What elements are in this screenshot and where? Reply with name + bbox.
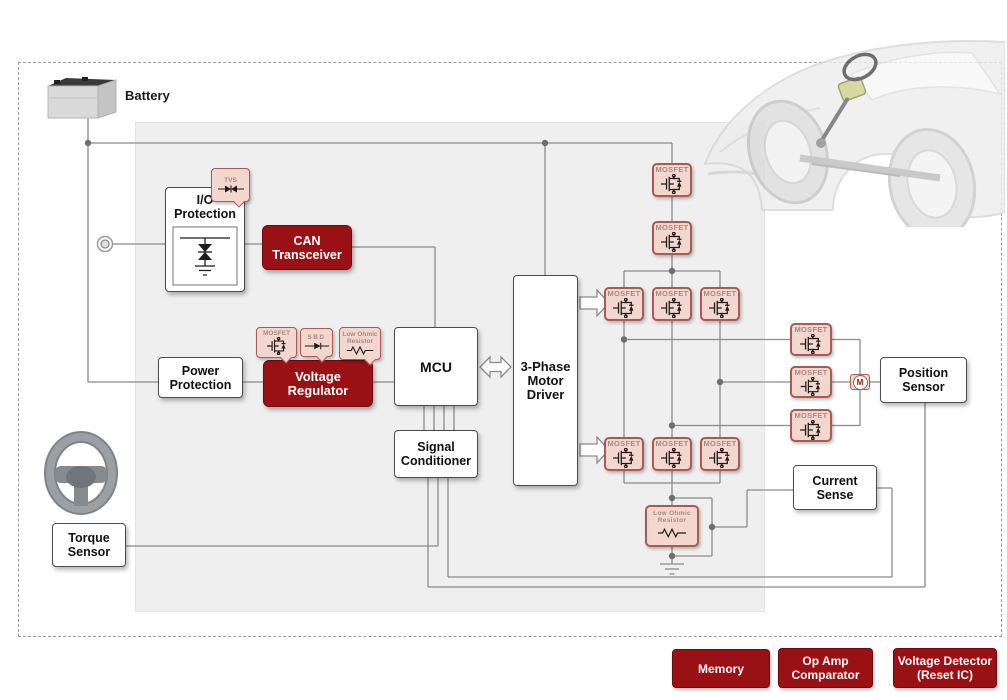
signal-conditioner-block: Signal Conditioner xyxy=(394,430,478,478)
position-sensor-block: Position Sensor xyxy=(880,357,967,403)
tvs-diode-icon xyxy=(217,185,244,192)
mosfet-block-reverse-2[interactable]: MOSFET xyxy=(652,221,692,255)
io-protection-label: I/O Protection xyxy=(174,193,236,221)
mosfet-symbol-icon xyxy=(266,337,286,355)
motor-label: M xyxy=(852,374,868,390)
opamp-comparator-button[interactable]: Op Amp Comparator xyxy=(778,648,873,688)
low-ohmic-resistor-block[interactable]: Low Ohmic Resistor xyxy=(645,505,699,547)
current-sense-block: Current Sense xyxy=(793,465,877,510)
voltage-detector-button[interactable]: Voltage Detector (Reset IC) xyxy=(893,648,997,688)
tvs-schematic-icon xyxy=(172,226,238,286)
mosfet-tag-label: MOSFET xyxy=(262,330,291,337)
io-protection-block: I/O Protection xyxy=(165,187,245,292)
resistor-icon xyxy=(657,527,687,539)
can-transceiver-label: CAN Transceiver xyxy=(272,233,342,262)
voltage-regulator-block[interactable]: Voltage Regulator xyxy=(263,360,373,407)
torque-sensor-label: Torque Sensor xyxy=(67,531,111,559)
memory-button[interactable]: Memory xyxy=(672,649,770,688)
mosfet-block-reverse-1[interactable]: MOSFET xyxy=(652,163,692,197)
torque-sensor-block: Torque Sensor xyxy=(52,523,126,567)
can-transceiver-block[interactable]: CAN Transceiver xyxy=(262,225,352,270)
power-protection-label: Power Protection xyxy=(169,363,232,392)
low-ohmic-resistor-label: Low Ohmic Resistor xyxy=(653,510,691,524)
mosfet-block-phase-v[interactable]: MOSFET xyxy=(790,366,832,398)
mosfet-block-high-v[interactable]: MOSFET xyxy=(652,287,692,321)
sbd-tag[interactable]: SBD xyxy=(300,328,333,363)
car-eps-image xyxy=(703,40,1005,227)
motor-driver-block: 3-Phase Motor Driver xyxy=(513,275,578,486)
resistor-icon xyxy=(346,345,374,356)
mosfet-block-low-w[interactable]: MOSFET xyxy=(700,437,740,471)
motor-driver-label: 3-Phase Motor Driver xyxy=(520,358,571,402)
voltage-regulator-label: Voltage Regulator xyxy=(287,368,349,398)
mcu-block: MCU xyxy=(394,327,478,406)
tvs-tag[interactable]: TVS xyxy=(211,168,250,208)
current-sense-label: Current Sense xyxy=(812,473,858,502)
low-ohmic-resistor-tag[interactable]: Low Ohmic Resistor xyxy=(339,327,381,366)
battery-label: Battery xyxy=(125,88,170,103)
mosfet-block-phase-w[interactable]: MOSFET xyxy=(790,409,832,442)
low-ohmic-tag-label: Low Ohmic Resistor xyxy=(342,331,378,345)
power-protection-block: Power Protection xyxy=(158,357,243,398)
sbd-tag-label: SBD xyxy=(307,334,326,341)
battery-image xyxy=(47,77,117,119)
mcu-label: MCU xyxy=(420,358,452,375)
steering-wheel-image xyxy=(44,431,118,515)
mosfet-tag[interactable]: MOSFET xyxy=(256,327,297,364)
mosfet-block-high-u[interactable]: MOSFET xyxy=(604,287,644,321)
mosfet-block-low-v[interactable]: MOSFET xyxy=(652,437,692,471)
tvs-tag-label: TVS xyxy=(224,176,237,184)
mosfet-block-phase-u[interactable]: MOSFET xyxy=(790,323,832,356)
diagram-dashed-border xyxy=(18,62,1002,637)
mosfet-block-high-w[interactable]: MOSFET xyxy=(700,287,740,321)
position-sensor-label: Position Sensor xyxy=(898,366,949,394)
mosfet-block-low-u[interactable]: MOSFET xyxy=(604,437,644,471)
motor-icon: M xyxy=(850,374,870,390)
signal-conditioner-label: Signal Conditioner xyxy=(400,440,472,468)
sbd-diode-icon xyxy=(304,342,329,350)
